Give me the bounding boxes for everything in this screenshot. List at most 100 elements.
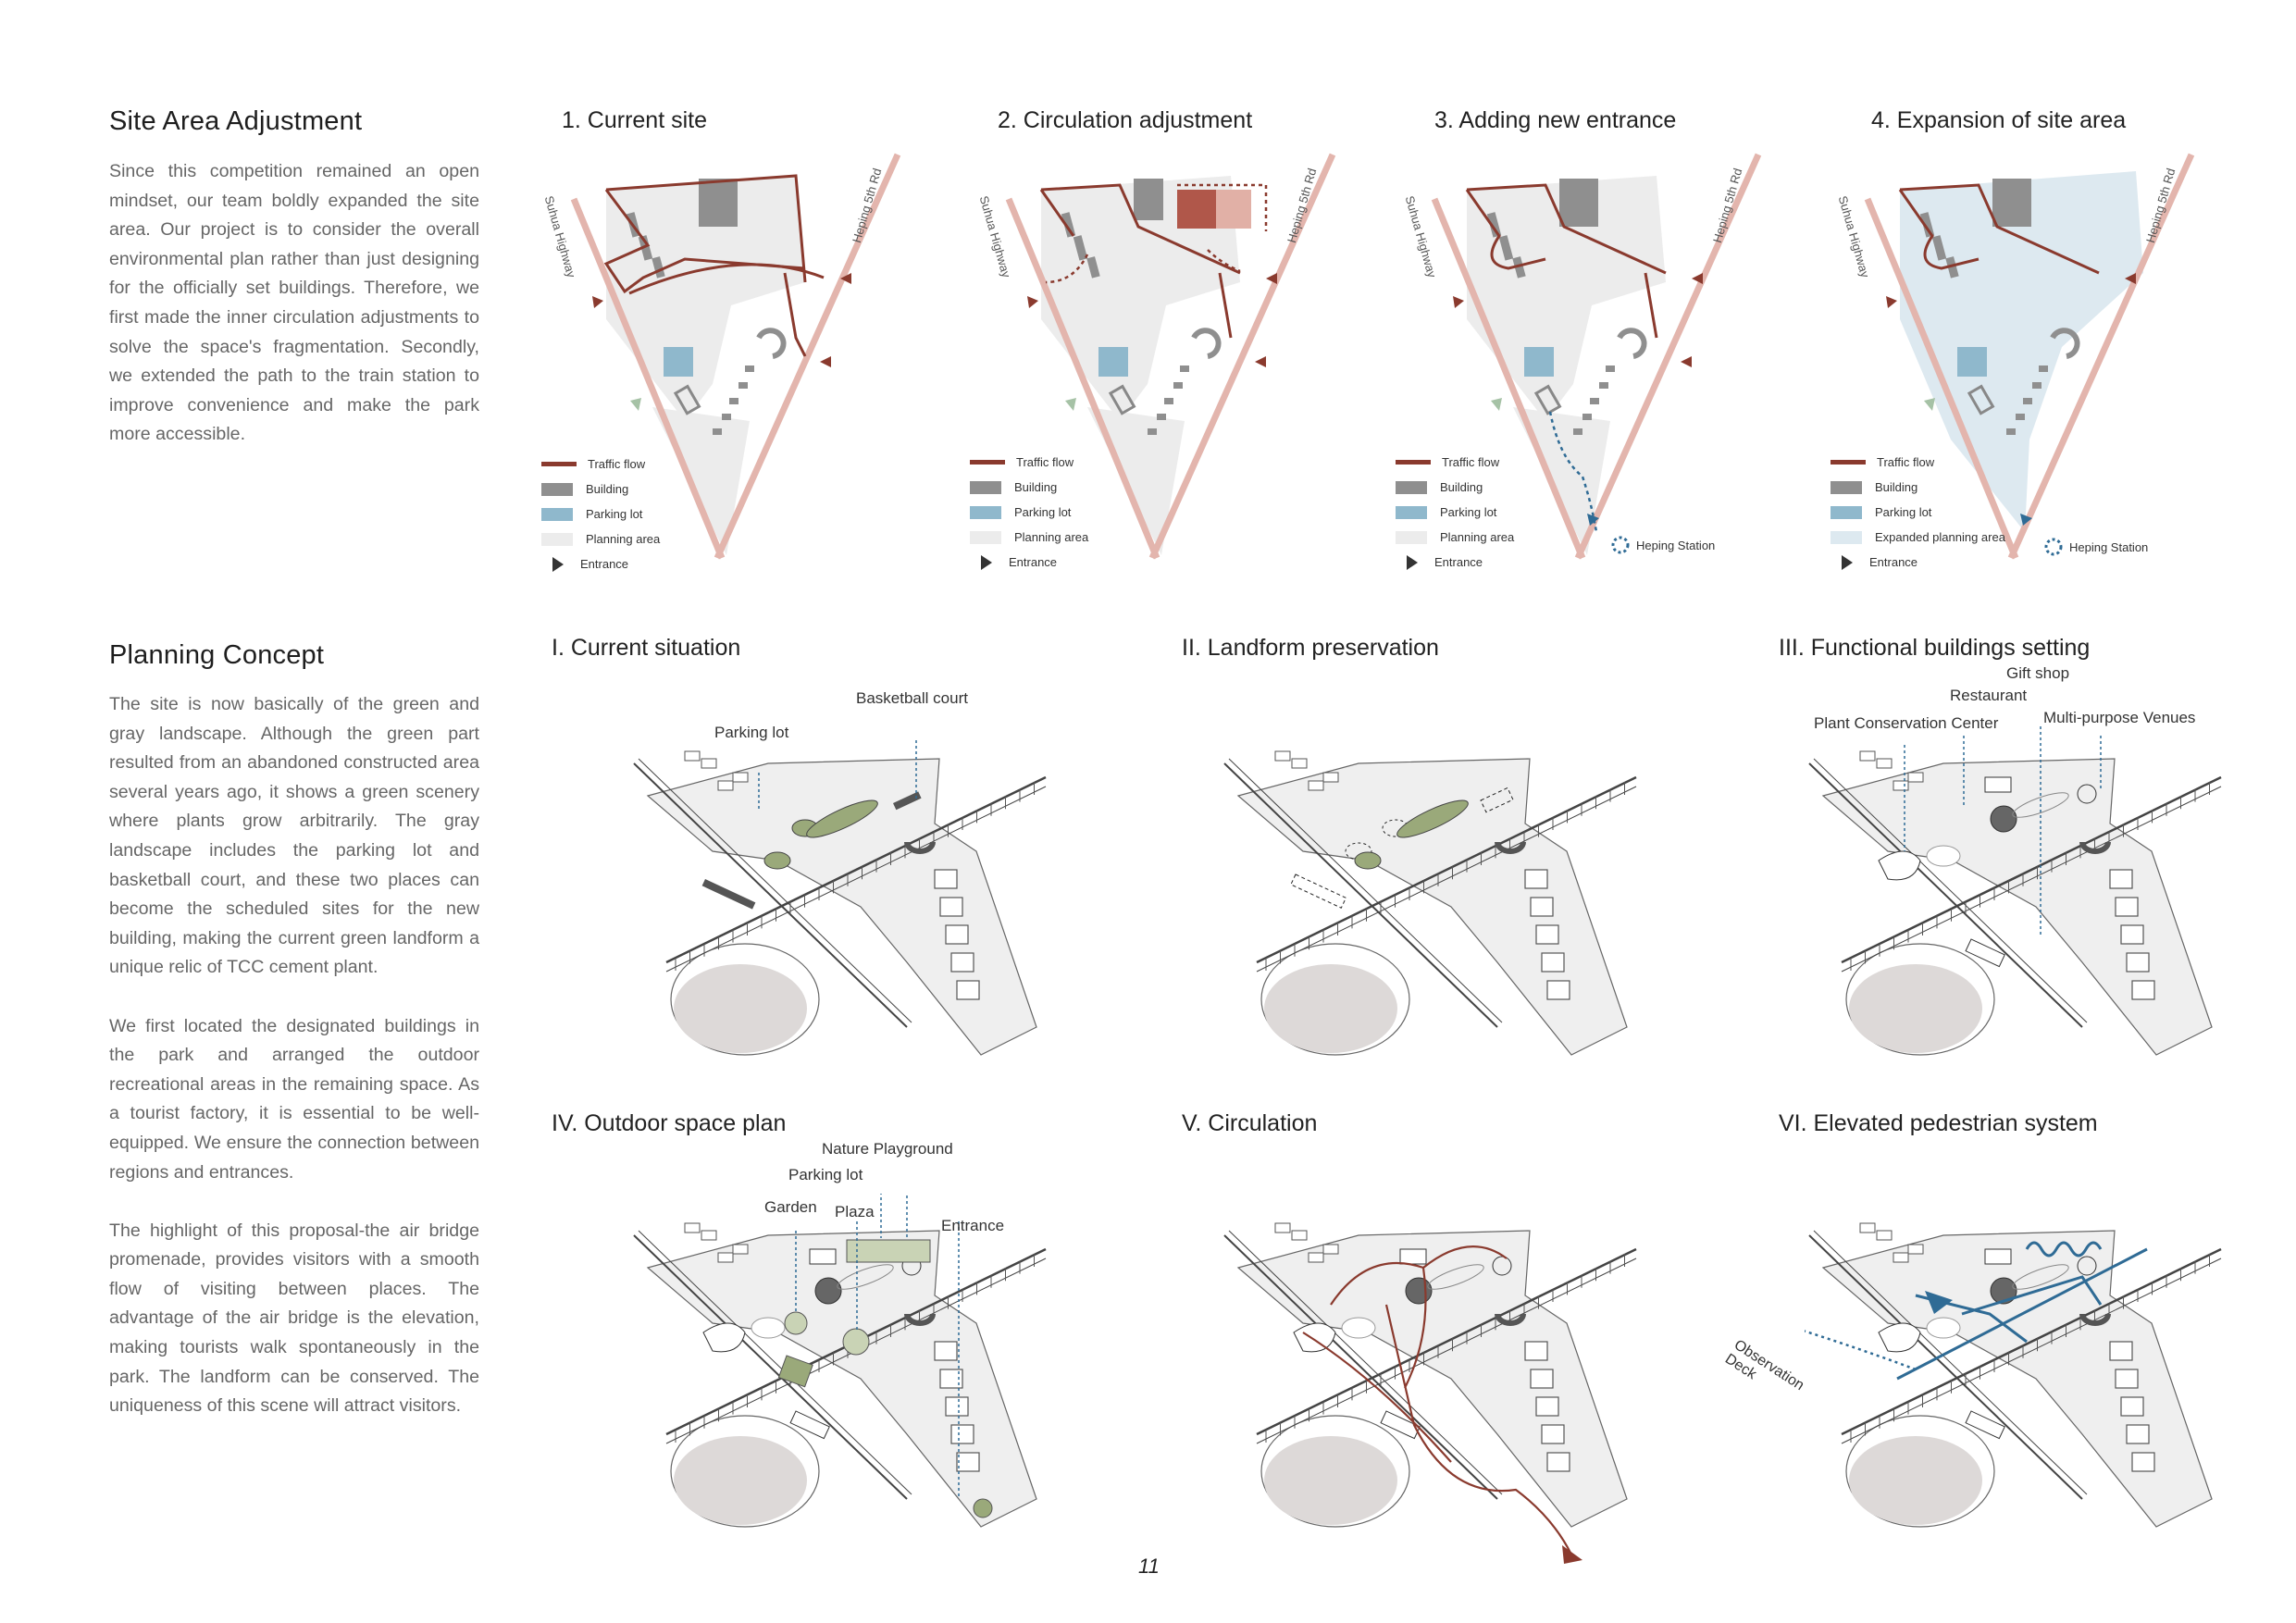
legend-item: Parking lot [1396, 500, 1514, 525]
legend-parking-swatch [1396, 506, 1427, 519]
house [2121, 1397, 2143, 1416]
plaza [843, 1329, 869, 1355]
house [1525, 1342, 1547, 1360]
nature-playground [847, 1240, 930, 1262]
dome-building [815, 1278, 841, 1304]
outdoor-circle [1927, 1318, 1960, 1338]
legend-item: Planning area [1396, 525, 1514, 550]
small-building [1877, 1231, 1892, 1240]
house [1547, 981, 1570, 999]
map-legend: Traffic flow Building Parking lot Planni… [541, 452, 660, 576]
parking-lot [702, 879, 756, 910]
house [1542, 1425, 1564, 1443]
legend-planning-swatch [1396, 531, 1427, 544]
house [957, 981, 979, 999]
small-building [1292, 1231, 1307, 1240]
annotation-entrance: Entrance [941, 1217, 1004, 1235]
concept-diagram-title: V. Circulation [1182, 1110, 1317, 1137]
axonometric-diagram-current [629, 722, 1055, 1073]
small-building [701, 1231, 716, 1240]
legend-item: Traffic flow [1831, 450, 2005, 475]
legend-traffic-swatch [1831, 460, 1866, 465]
concept-diagram-title: II. Landform preservation [1182, 635, 1439, 662]
restaurant-building [1985, 777, 2011, 792]
house [946, 925, 968, 944]
legend-item: Entrance [970, 550, 1088, 575]
small-building [1893, 1253, 1908, 1262]
outdoor-circle [751, 1318, 785, 1338]
pit-fill [1849, 1436, 1982, 1525]
annotation-garden: Garden [764, 1198, 817, 1217]
axonometric-diagram-buildings [1805, 722, 2230, 1073]
legend-building-swatch [970, 481, 1001, 494]
house [940, 898, 962, 916]
small-building [685, 1223, 700, 1233]
house [2110, 1342, 2132, 1360]
house [2110, 870, 2132, 888]
legend-building-swatch [1396, 481, 1427, 494]
garden [785, 1312, 807, 1334]
axonometric-diagram-circulation [1220, 1194, 1645, 1582]
pit-fill [674, 1436, 807, 1525]
small-building [1292, 759, 1307, 768]
arrow-head [1562, 1545, 1582, 1564]
small-building [1893, 781, 1908, 790]
house [2127, 1425, 2149, 1443]
restaurant-building [1985, 1249, 2011, 1264]
site-diagram-title: 2. Circulation adjustment [998, 107, 1252, 134]
station-icon [2043, 537, 2064, 557]
concept-diagram-title: IV. Outdoor space plan [552, 1110, 786, 1137]
small-building [1860, 1223, 1875, 1233]
house [1536, 1397, 1558, 1416]
house [2116, 1369, 2138, 1388]
house [2121, 925, 2143, 944]
legend-parking-swatch [970, 506, 1001, 519]
conservation-center [1879, 1323, 1920, 1352]
green-area [1355, 852, 1381, 869]
outdoor-circle [1342, 1318, 1375, 1338]
annotation-parking-lot: Parking lot [788, 1166, 863, 1184]
legend-planning-swatch [970, 531, 1001, 544]
house [1547, 1453, 1570, 1471]
axonometric-diagram-outdoor [629, 1194, 1055, 1545]
concept-diagram-title: VI. Elevated pedestrian system [1779, 1110, 2098, 1137]
station-marker: Heping Station [2043, 537, 2148, 557]
house [957, 1453, 979, 1471]
house [2132, 1453, 2154, 1471]
annotation-parking-lot: Parking lot [714, 724, 788, 742]
conservation-center [1294, 1323, 1335, 1352]
small-building [718, 1253, 733, 1262]
small-building [1877, 759, 1892, 768]
small-building [1908, 1245, 1923, 1254]
entrance-triangle-icon [1407, 555, 1418, 570]
site-diagram-title: 3. Adding new entrance [1434, 107, 1676, 134]
house [2132, 981, 2154, 999]
site-diagram-title: 1. Current site [562, 107, 707, 134]
legend-planning-swatch [541, 533, 573, 546]
site-diagram-title: 4. Expansion of site area [1871, 107, 2126, 134]
house [2127, 953, 2149, 972]
small-building [1323, 773, 1338, 782]
legend-item: Parking lot [541, 502, 660, 527]
legend-item: Building [541, 477, 660, 502]
small-building [701, 759, 716, 768]
legend-traffic-swatch [1396, 460, 1431, 465]
axonometric-diagram-elevated [1805, 1194, 2230, 1545]
annotation-basketball-court: Basketball court [856, 689, 968, 708]
map-legend: Traffic flow Building Parking lot Expand… [1831, 450, 2005, 575]
section-body-planning: The site is now basically of the green a… [109, 690, 479, 1450]
restaurant-building [1400, 1249, 1426, 1264]
pit-fill [1264, 964, 1397, 1053]
house [2116, 898, 2138, 916]
small-building [685, 751, 700, 761]
legend-item: Entrance [541, 551, 660, 576]
legend-item: Traffic flow [1396, 450, 1514, 475]
annotation-plant-conservation-center: Plant Conservation Center [1814, 714, 1998, 733]
map-legend: Traffic flow Building Parking lot Planni… [970, 450, 1088, 575]
paragraph: We first located the designated building… [109, 1012, 479, 1188]
pit-fill [674, 964, 807, 1053]
paragraph: The highlight of this proposal-the air b… [109, 1217, 479, 1421]
entrance-triangle-icon [552, 557, 564, 572]
annotation-gift-shop: Gift shop [2006, 664, 2069, 683]
green-lawn [778, 1356, 813, 1387]
